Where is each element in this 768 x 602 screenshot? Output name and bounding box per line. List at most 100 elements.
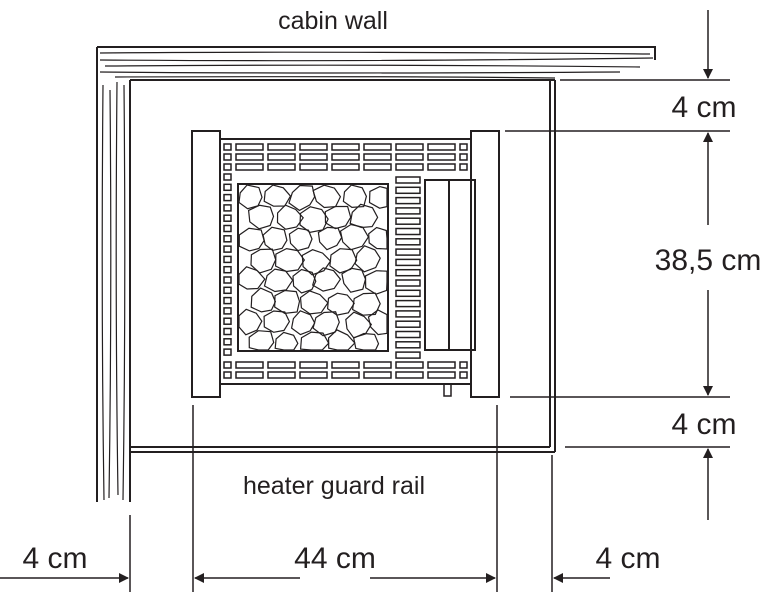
grille-slot	[395, 341, 421, 349]
grille-slot	[395, 361, 424, 369]
grille-slot	[427, 143, 456, 151]
stone	[288, 227, 313, 252]
grille-slot	[267, 153, 296, 161]
grille-slot	[267, 361, 296, 369]
grille-slot	[459, 371, 468, 379]
grille-slot	[235, 163, 264, 171]
grille-slot	[267, 163, 296, 171]
stone	[367, 309, 388, 336]
stone	[327, 329, 356, 351]
stone	[274, 289, 301, 315]
stone	[353, 332, 380, 351]
grille-slot	[395, 320, 421, 328]
stone	[274, 331, 299, 351]
grille-slot	[395, 163, 424, 171]
stone	[247, 204, 275, 230]
grille-slot	[363, 361, 392, 369]
stone	[341, 267, 367, 293]
stone	[292, 268, 317, 294]
grille-slot	[395, 186, 421, 195]
stone	[263, 310, 291, 333]
stone	[342, 184, 368, 209]
grille-slot	[395, 310, 421, 318]
stone	[311, 267, 342, 292]
grille-slot	[223, 163, 232, 171]
stone	[324, 205, 352, 230]
grille-slot	[223, 307, 232, 315]
grille-slot	[395, 207, 421, 215]
grille-slot	[363, 143, 392, 151]
grille-slot	[395, 153, 424, 161]
stone	[248, 330, 275, 351]
control-panel	[424, 179, 476, 351]
cabin-wall	[96, 46, 656, 502]
grille-slot	[331, 361, 360, 369]
grille-slot	[395, 279, 421, 287]
stone-pattern	[238, 184, 388, 351]
stone	[312, 184, 342, 209]
grille-slot	[223, 348, 232, 356]
grille-slot	[363, 371, 392, 379]
grille-slot	[427, 371, 456, 379]
grille-slot	[223, 255, 232, 264]
grille-slot	[459, 361, 468, 369]
grille-slot	[223, 317, 232, 325]
grille-slot	[223, 338, 232, 346]
grille-slot	[223, 153, 232, 161]
stone	[345, 311, 373, 339]
grille-slot	[299, 371, 328, 379]
grille-slot	[395, 351, 421, 359]
stone	[301, 249, 332, 276]
grille-slot	[459, 163, 468, 171]
grille-slot	[223, 214, 232, 222]
grille-slot	[299, 153, 328, 161]
grille-slot	[395, 196, 421, 205]
grille-slot	[427, 163, 456, 171]
grille-slot	[395, 248, 421, 256]
stone	[276, 204, 304, 230]
heater-guard-rail	[130, 446, 555, 453]
grille-slot	[223, 173, 232, 181]
stone	[368, 226, 388, 250]
grille-slot	[223, 235, 232, 243]
grille-slot	[395, 258, 421, 267]
stone	[364, 270, 388, 295]
grille-slot	[223, 143, 232, 151]
stone	[349, 203, 379, 229]
grille-slot	[299, 163, 328, 171]
stone	[299, 331, 330, 351]
grille-slot	[223, 224, 232, 233]
stone	[312, 311, 340, 337]
stone	[329, 248, 358, 274]
stone	[351, 292, 381, 316]
stone	[299, 290, 329, 315]
grille-slot	[223, 296, 232, 305]
left-post	[191, 130, 221, 398]
guard-rail-label: heater guard rail	[243, 472, 425, 500]
grille-slot	[299, 143, 328, 151]
stone	[288, 184, 316, 212]
grille-slot	[235, 371, 264, 379]
grille-slot	[395, 268, 421, 277]
stone	[238, 308, 263, 336]
stone	[238, 266, 266, 290]
stone	[274, 247, 306, 273]
grille-slot	[223, 327, 232, 336]
grille-slot	[235, 153, 264, 161]
stone	[263, 184, 292, 207]
stone	[250, 287, 277, 313]
grille-slot	[395, 143, 424, 151]
grille-slot	[331, 371, 360, 379]
grille-slot	[223, 371, 232, 379]
stone	[290, 310, 316, 336]
sauna-stones	[237, 183, 389, 352]
grille-slot	[223, 286, 232, 295]
grille-slot	[395, 330, 421, 339]
grille-slot	[267, 143, 296, 151]
bottom-clearance-label: 4 cm	[671, 408, 736, 441]
stone	[368, 185, 388, 209]
stone	[250, 248, 277, 274]
grille-slot	[331, 143, 360, 151]
grille-slot	[395, 238, 421, 246]
